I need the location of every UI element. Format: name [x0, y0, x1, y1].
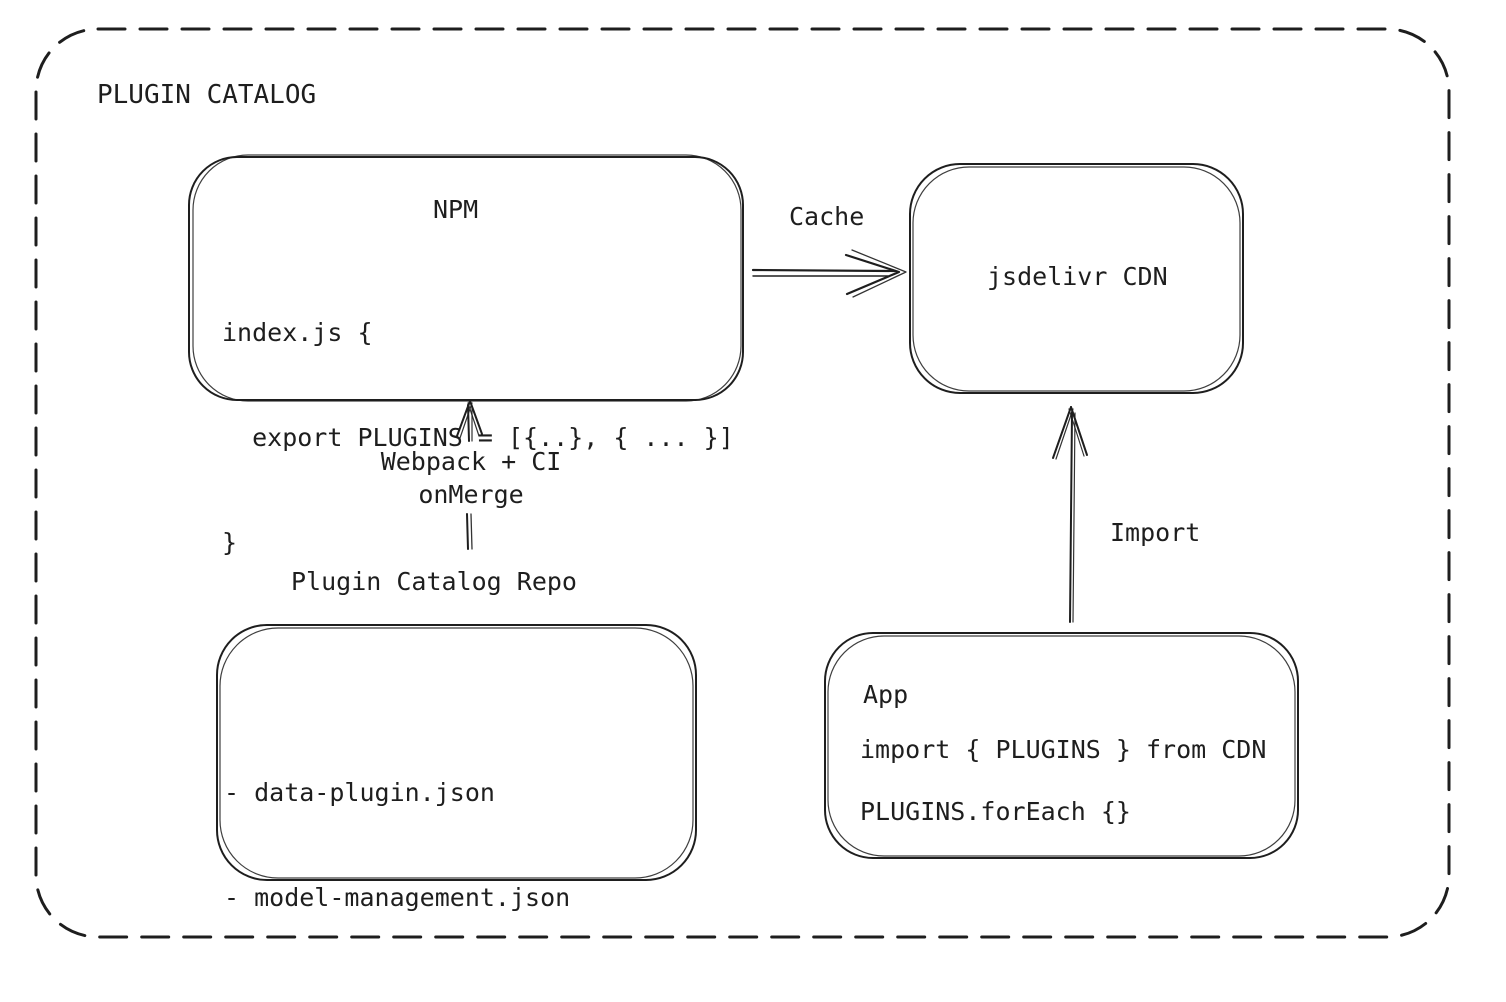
app-code-line: PLUGINS.forEach {} — [860, 797, 1131, 826]
app-box-title: App — [863, 680, 909, 709]
repo-file-list: - data-plugin.json - model-management.js… — [224, 705, 570, 1002]
repo-file-item: ... — [224, 985, 570, 1002]
npm-code-line: export PLUGINS = [{..}, { ... }] — [222, 423, 734, 452]
cache-arrow-label: Cache — [789, 202, 865, 231]
npm-box — [189, 155, 743, 401]
build-arrow — [457, 401, 482, 549]
catalog-boundary-frame — [36, 29, 1449, 937]
diagram-title: PLUGIN CATALOG — [97, 80, 317, 110]
app-box — [825, 633, 1298, 858]
npm-code-line: index.js { — [222, 318, 373, 347]
repo-box-label: Plugin Catalog Repo — [291, 567, 577, 596]
import-arrow — [1053, 407, 1087, 622]
repo-file-item: - data-plugin.json — [224, 778, 495, 807]
npm-code-block: index.js { export PLUGINS = [{..}, { ...… — [222, 245, 734, 630]
repo-box — [217, 625, 696, 880]
npm-box-title: NPM — [433, 195, 479, 224]
repo-file-item: - model-management.json — [224, 883, 571, 912]
cdn-box-label: jsdelivr CDN — [987, 262, 1168, 291]
cdn-box — [910, 164, 1243, 393]
cache-arrow — [753, 250, 906, 297]
import-arrow-label: Import — [1110, 518, 1201, 547]
npm-code-line: } — [222, 528, 238, 557]
app-code-line: import { PLUGINS } from CDN — [860, 735, 1267, 764]
build-arrow-label: Webpack + CI onMerge — [380, 447, 562, 509]
